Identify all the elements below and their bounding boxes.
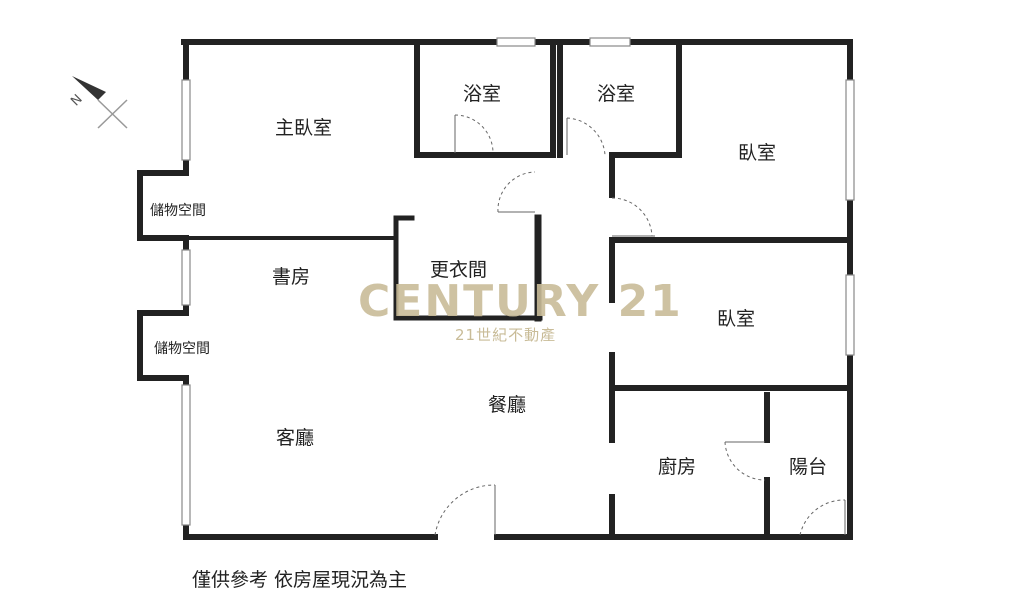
room-kitchen: 廚房 (658, 456, 697, 478)
room-study: 書房 (272, 266, 311, 288)
room-storage-2: 儲物空間 (154, 341, 210, 357)
room-bedroom-2: 臥室 (717, 308, 756, 330)
room-storage-1: 儲物空間 (150, 203, 206, 219)
room-bath-2: 浴室 (597, 83, 636, 105)
windows (181, 37, 855, 526)
room-dining: 餐廳 (488, 394, 527, 416)
room-balcony: 陽台 (789, 456, 828, 478)
room-bath-1: 浴室 (463, 83, 502, 105)
watermark-subtitle: 21世紀不動產 (455, 326, 557, 344)
compass-icon: N (68, 76, 128, 129)
doors (434, 114, 846, 536)
compass-label: N (68, 92, 85, 109)
room-master-bedroom: 主臥室 (275, 117, 333, 139)
room-bedroom-1: 臥室 (738, 142, 777, 164)
disclaimer-note: 僅供參考 依房屋現況為主 (192, 569, 408, 591)
watermark-logo: CENTURY 21 (358, 276, 683, 327)
room-closet: 更衣間 (430, 259, 488, 281)
room-living: 客廳 (276, 427, 315, 449)
